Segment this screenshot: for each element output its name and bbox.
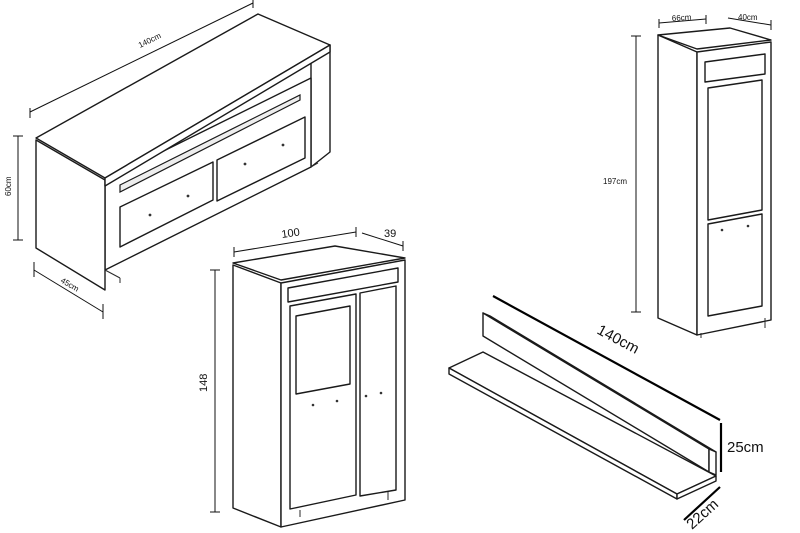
wall-shelf-board-edge <box>448 367 678 500</box>
wall-shelf: 140cm 25cm 22cm <box>448 295 764 533</box>
door-knob <box>335 399 339 403</box>
door-knob <box>720 228 724 232</box>
wall-shelf-board-end <box>676 475 717 500</box>
display-cabinet-glass <box>295 305 351 395</box>
tv-unit-depth-label: 45cm <box>59 276 81 294</box>
display-cabinet-height-label: 148 <box>198 374 210 392</box>
door-knob <box>364 394 368 398</box>
wall-shelf-width-label: 140cm <box>594 322 642 358</box>
tv-unit-width-label: 140cm <box>137 31 163 50</box>
tv-unit-right-side <box>310 44 331 168</box>
tv-unit-upper-shelf <box>119 94 301 193</box>
display-cabinet-width-label: 100 <box>281 227 301 241</box>
drawer-knob <box>186 194 190 198</box>
tall-cabinet-side <box>657 34 698 336</box>
wall-shelf-back-end <box>708 448 717 476</box>
wall-shelf-height-label: 25cm <box>727 439 764 456</box>
tall-cabinet-width-label: 66cm <box>672 13 692 23</box>
drawer-knob <box>148 213 152 217</box>
display-cabinet-side <box>232 264 282 528</box>
door-knob <box>746 224 750 228</box>
dim-line-depth <box>683 486 721 521</box>
tall-cabinet-glass-door <box>707 79 763 221</box>
display-cabinet-top <box>232 245 406 281</box>
display-cabinet-right-door <box>359 285 397 497</box>
tall-cabinet-crown <box>704 53 766 83</box>
display-cabinet-crown <box>287 267 399 303</box>
tall-cabinet-top <box>657 27 772 50</box>
tall-cabinet-height-label: 197cm <box>603 177 627 186</box>
door-knob <box>311 403 315 407</box>
dim-line-width <box>492 295 721 421</box>
dim-line-depth <box>361 232 404 247</box>
dim-line-depth <box>33 269 104 313</box>
drawer-knob <box>243 162 247 166</box>
tall-cabinet: 66cm 40cm 197cm <box>603 13 772 338</box>
display-cabinet-depth-label: 39 <box>384 228 396 240</box>
dim-line-width <box>658 18 707 24</box>
wall-shelf-depth-label: 22cm <box>683 496 722 533</box>
tall-cabinet-lower-door <box>707 213 763 317</box>
tv-unit-drawer-right <box>216 116 306 202</box>
drawer-knob <box>281 143 285 147</box>
dim-line-width <box>233 231 357 253</box>
tv-unit-top-edge <box>104 44 331 187</box>
door-knob <box>379 391 383 395</box>
tv-unit-drawer-left <box>119 161 214 248</box>
tall-cabinet-depth-label: 40cm <box>738 13 758 22</box>
tv-unit-height-label: 60cm <box>4 176 13 196</box>
display-cabinet: 100 39 148 <box>198 227 406 528</box>
dim-line-width <box>29 2 254 113</box>
tv-unit-left-side <box>35 139 106 291</box>
dim-line-depth <box>727 17 772 26</box>
